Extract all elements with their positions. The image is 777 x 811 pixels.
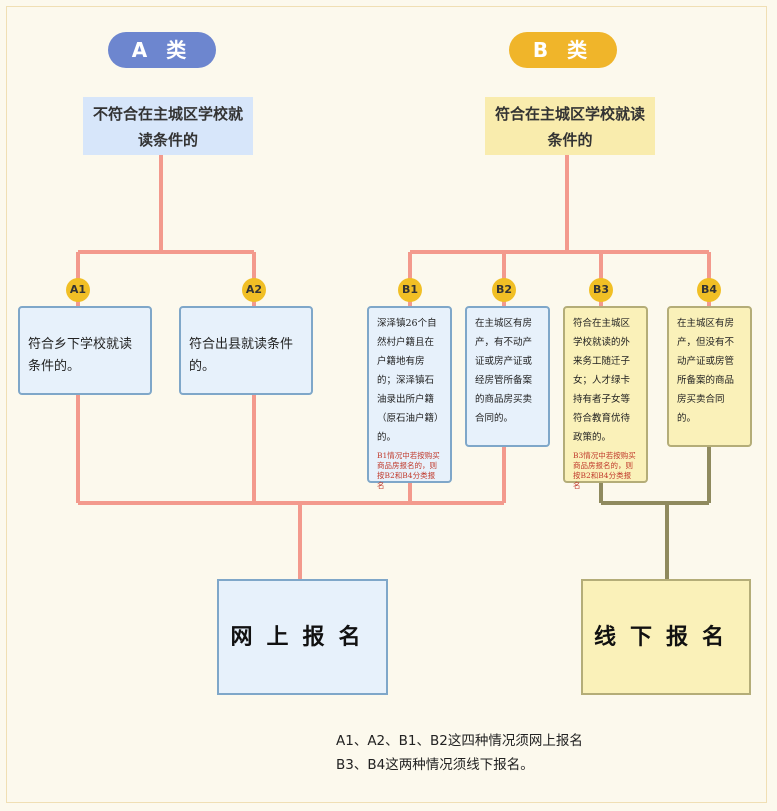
badge-b1: B1 (398, 278, 422, 302)
item-box-a2: 符合出县就读条件的。 (179, 306, 313, 395)
category-b-label: B 类 (509, 32, 617, 68)
item-box-b1: 深泽镇26个自然村户籍且在户籍地有房的；深泽镇石油录出所户籍（原石油户籍）的。 … (367, 306, 452, 490)
footer-note-line2: B3、B4这两种情况须线下报名。 (336, 757, 534, 773)
category-b-condition: 符合在主城区学校就读条件的 (485, 97, 655, 155)
item-text-a2: 符合出县就读条件的。 (189, 337, 294, 374)
item-box-b4: 在主城区有房产，但没有不动产证或房管所备案的商品房买卖合同的。 (667, 306, 752, 447)
item-text-b1: 深泽镇26个自然村户籍且在户籍地有房的；深泽镇石油录出所户籍（原石油户籍）的。 (377, 318, 439, 443)
item-text-b2: 在主城区有房产，有不动产证或房产证或经房管所备案的商品房买卖合同的。 (475, 318, 533, 424)
item-box-b2: 在主城区有房产，有不动产证或房产证或经房管所备案的商品房买卖合同的。 (465, 306, 550, 447)
item-text-b4: 在主城区有房产，但没有不动产证或房管所备案的商品房买卖合同的。 (677, 318, 735, 424)
item-box-a1: 符合乡下学校就读条件的。 (18, 306, 152, 395)
online-registration-box: 网上报名 (217, 579, 388, 695)
badge-a1: A1 (66, 278, 90, 302)
item-text-b3: 符合在主城区学校就读的外来务工随迁子女；人才绿卡持有者子女等符合教育优待政策的。 (573, 318, 631, 443)
badge-b3: B3 (589, 278, 613, 302)
category-a-label: A 类 (108, 32, 216, 68)
badge-b2: B2 (492, 278, 516, 302)
badge-a2: A2 (242, 278, 266, 302)
badge-b4: B4 (697, 278, 721, 302)
offline-registration-box: 线下报名 (581, 579, 751, 695)
item-box-b3: 符合在主城区学校就读的外来务工随迁子女；人才绿卡持有者子女等符合教育优待政策的。… (563, 306, 648, 490)
footer-note-line1: A1、A2、B1、B2这四种情况须网上报名 (336, 733, 583, 749)
item-note-b3: B3情况中若按购买商品房报名的，则按B2和B4分类报名 (573, 451, 636, 490)
category-a-condition: 不符合在主城区学校就读条件的 (83, 97, 253, 155)
item-text-a1: 符合乡下学校就读条件的。 (28, 337, 133, 374)
item-note-b1: B1情况中若按购买商品房报名的，则按B2和B4分类报名 (377, 451, 440, 490)
